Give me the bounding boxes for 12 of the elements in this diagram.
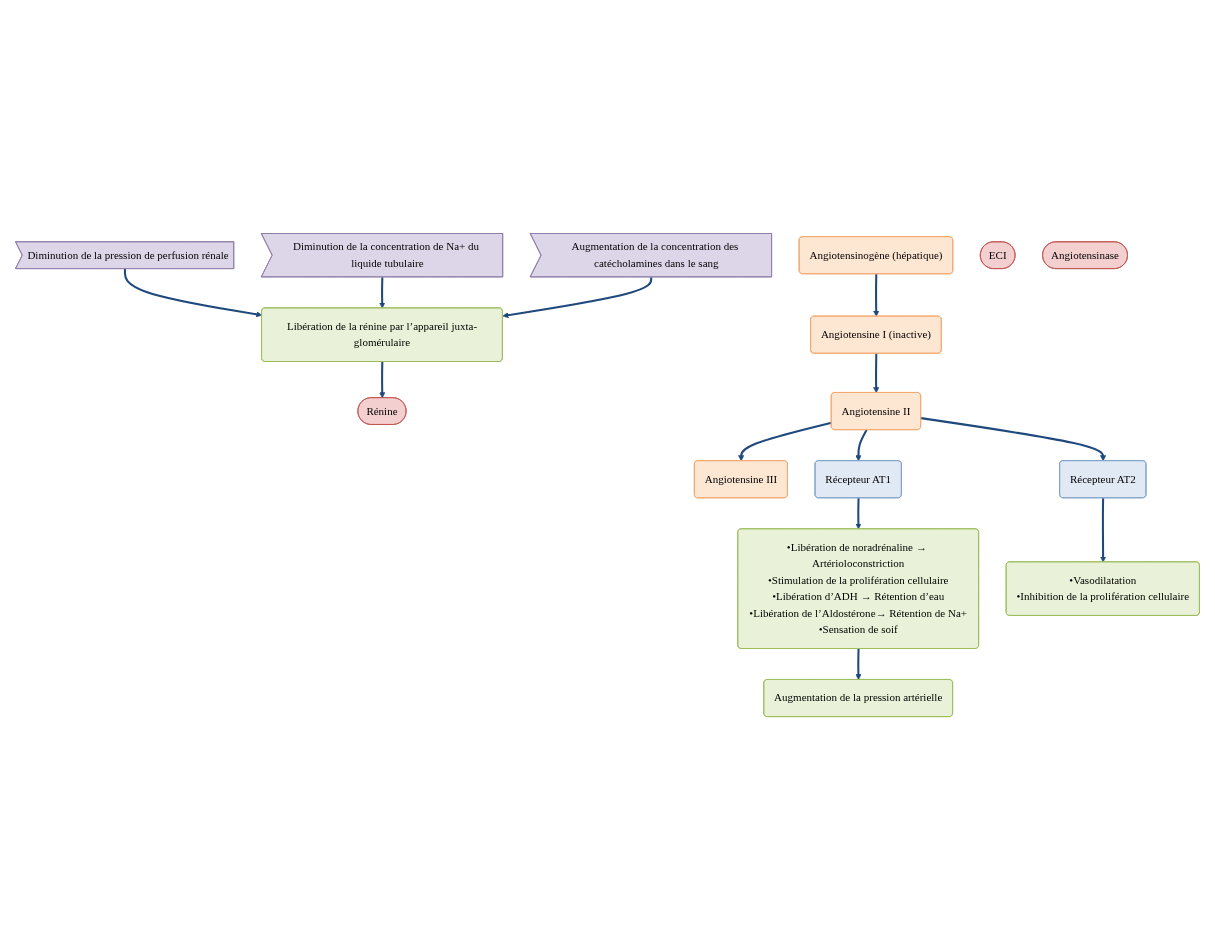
arrow xyxy=(855,429,868,462)
arrow xyxy=(379,362,386,399)
arrow xyxy=(873,274,880,318)
arrow xyxy=(1100,498,1107,563)
arrow xyxy=(379,277,386,309)
arrow xyxy=(855,649,862,681)
arrow xyxy=(920,417,1107,462)
arrow xyxy=(855,498,862,530)
arrow xyxy=(123,269,263,318)
arrow xyxy=(738,422,832,462)
arrow xyxy=(873,354,880,394)
arrow xyxy=(502,277,653,319)
